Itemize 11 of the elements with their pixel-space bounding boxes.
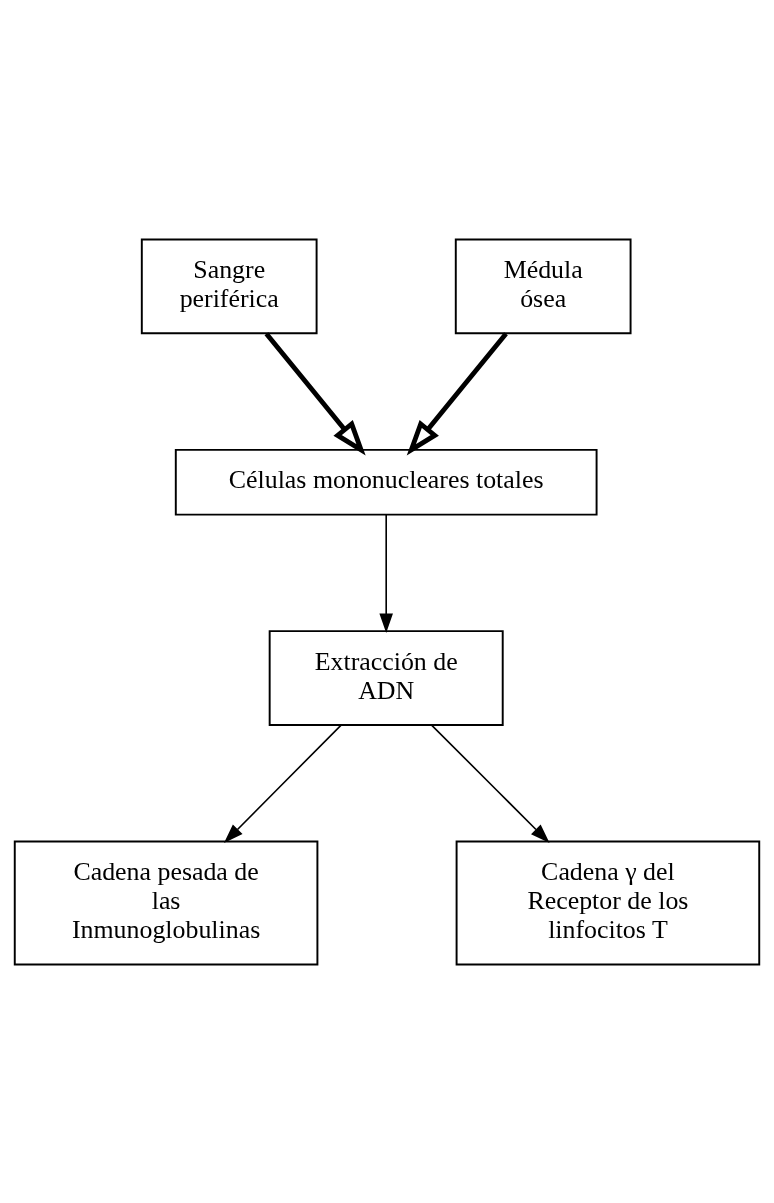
node-box: Médula ósea <box>454 238 632 334</box>
arrow <box>406 331 508 455</box>
node-box: Extracción de ADN <box>268 629 504 726</box>
node-box: Cadena pesada de las Inmunoglobulinas <box>13 840 319 965</box>
arrow <box>379 513 393 633</box>
node-box: Cadena γ del Receptor de los linfocitos T <box>455 840 761 965</box>
node-box: Sangre periférica <box>140 238 318 334</box>
arrow <box>430 723 550 843</box>
arrow <box>224 723 342 843</box>
node-box: Células mononucleares totales <box>174 448 598 516</box>
arrow <box>264 331 366 455</box>
